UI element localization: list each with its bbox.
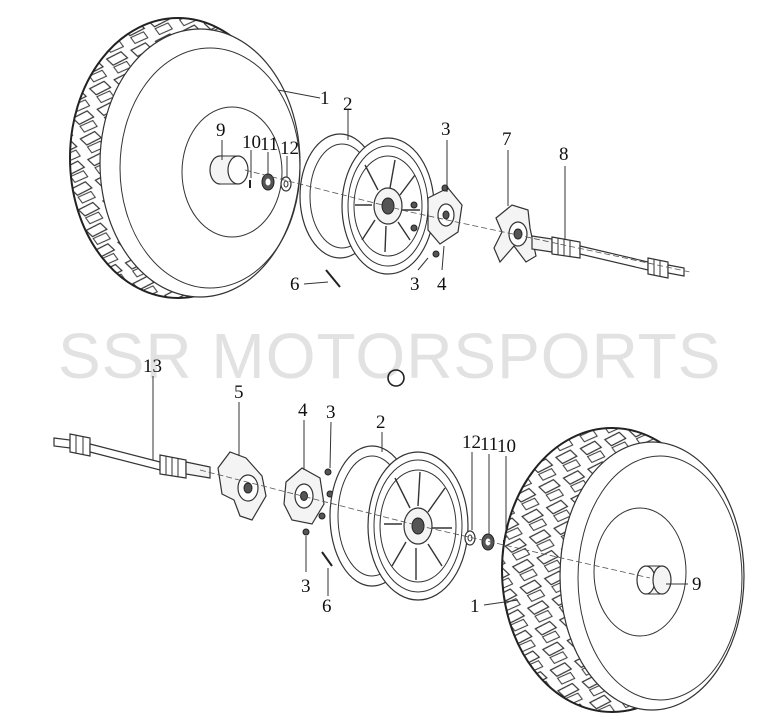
bottom-tire [501,427,745,713]
bottom-callout-6: 6 [322,596,332,617]
bottom-axle [53,433,211,479]
bottom-assembly: 13 5 4 3 3 6 2 12 11 10 9 1 [53,356,745,713]
bottom-callout-4: 4 [298,400,308,421]
top-callout-2: 2 [343,94,353,115]
circle-marker [387,369,405,387]
bottom-callout-3b: 3 [301,576,311,597]
top-callout-11: 11 [260,134,278,155]
bottom-callout-9: 9 [692,574,702,595]
top-callout-10: 10 [242,132,261,153]
top-knuckle [493,204,537,264]
bottom-knuckle [217,451,267,521]
bottom-callout-13: 13 [143,356,162,377]
top-hub-cylinder [209,155,249,185]
bottom-callout-12: 12 [462,432,481,453]
bottom-callout-10: 10 [497,436,516,457]
top-callout-4: 4 [437,274,447,295]
top-assembly: 1 2 3 3 4 6 7 8 9 10 11 12 [69,17,691,299]
top-axle [531,235,685,279]
top-callout-7: 7 [502,129,512,150]
bottom-hub-cylinder [636,565,672,595]
top-callout-3b: 3 [410,274,420,295]
top-pin [325,269,341,288]
top-callout-3a: 3 [441,119,451,140]
bottom-callout-3a: 3 [326,402,336,423]
top-tire [69,17,301,299]
bottom-callout-1: 1 [470,596,480,617]
bottom-pin [321,551,333,567]
top-fasteners [249,173,292,192]
top-callout-1: 1 [320,88,330,109]
bottom-rim [329,445,469,601]
top-callout-8: 8 [559,144,569,165]
top-callout-12: 12 [280,138,299,159]
bottom-callout-5: 5 [234,382,244,403]
bottom-callout-2: 2 [376,412,386,433]
top-callout-9: 9 [216,120,226,141]
top-callout-6: 6 [290,274,300,295]
watermark-text: SSR MOTORSPORTS [58,320,721,392]
bottom-callout-11: 11 [480,434,498,455]
bottom-hub [283,467,334,536]
